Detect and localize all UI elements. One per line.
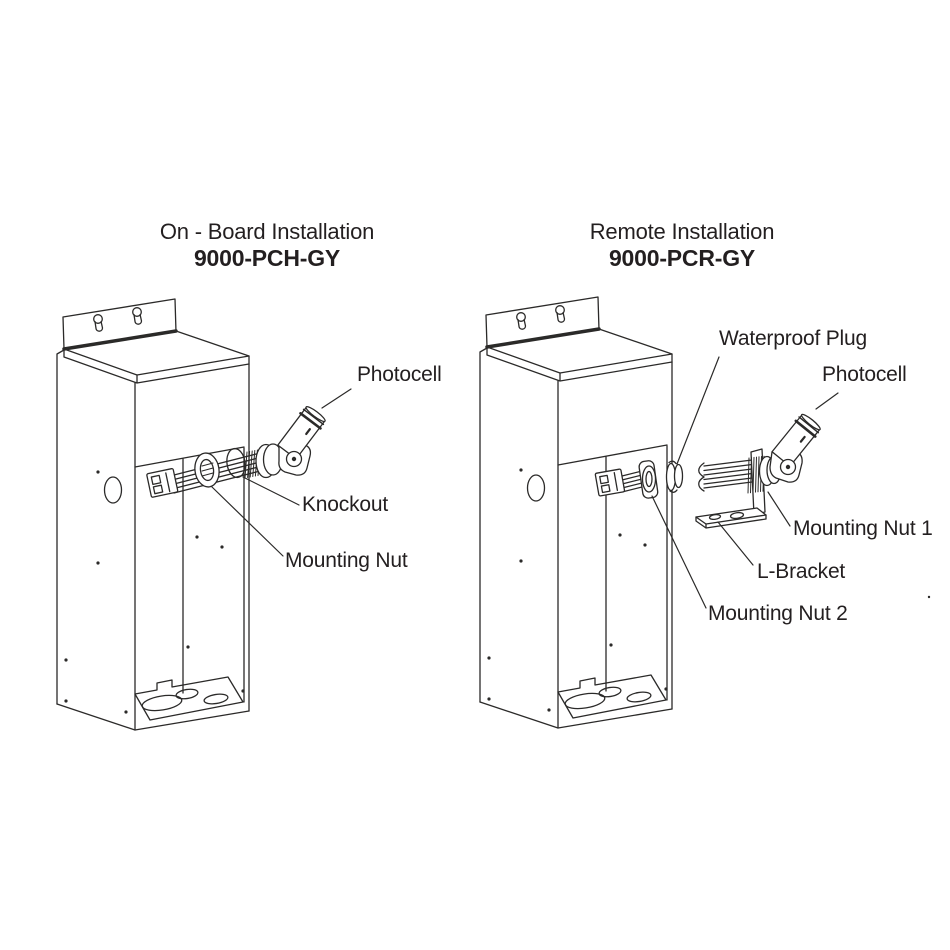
leader-waterproof-plug [676,356,720,465]
leader-knockout [242,476,300,506]
leader-mounting-nut-1 [767,491,791,527]
l-bracket-horizontal [695,507,767,529]
remote-photocell-assembly [695,410,824,529]
speck [927,595,931,599]
onboard-photocell-assembly [146,403,329,498]
label-l-bracket: L-Bracket [757,560,846,583]
label-photocell-onboard: Photocell [357,363,442,386]
leader-photocell-left [321,388,352,409]
cable-bundle [173,450,269,494]
mounting-nut-2 [638,460,659,499]
remote-model-number: 9000-PCR-GY [608,245,756,271]
waterproof-plug [665,460,684,493]
remote-leader-lines [651,356,839,609]
label-waterproof-plug: Waterproof Plug [719,327,867,350]
leader-mounting-nut [211,486,284,557]
leader-l-bracket [717,521,754,566]
onboard-title: On - Board Installation [159,219,375,244]
leader-mounting-nut-2 [651,495,707,609]
label-mounting-nut-1: Mounting Nut 1 [793,517,933,540]
cable-connector [146,468,179,498]
onboard-leader-lines [211,388,352,557]
enclosure-right [480,297,672,728]
onboard-figure [57,299,352,730]
label-knockout: Knockout [302,493,388,516]
onboard-model-number: 9000-PCH-GY [193,245,341,271]
label-mounting-nut-2: Mounting Nut 2 [708,602,848,625]
remote-cable [703,459,753,489]
label-photocell-remote: Photocell [822,363,907,386]
remote-title-block: Remote Installation 9000-PCR-GY [502,219,862,272]
onboard-title-block: On - Board Installation 9000-PCH-GY [87,219,447,272]
remote-figure [480,297,931,728]
label-mounting-nut: Mounting Nut [285,549,408,572]
cable-break [698,462,705,492]
remote-inside-cable [594,460,684,499]
remote-title: Remote Installation [589,219,775,244]
leader-photocell-right [815,392,839,410]
cable-connector [594,468,626,497]
enclosure-left [57,299,249,730]
